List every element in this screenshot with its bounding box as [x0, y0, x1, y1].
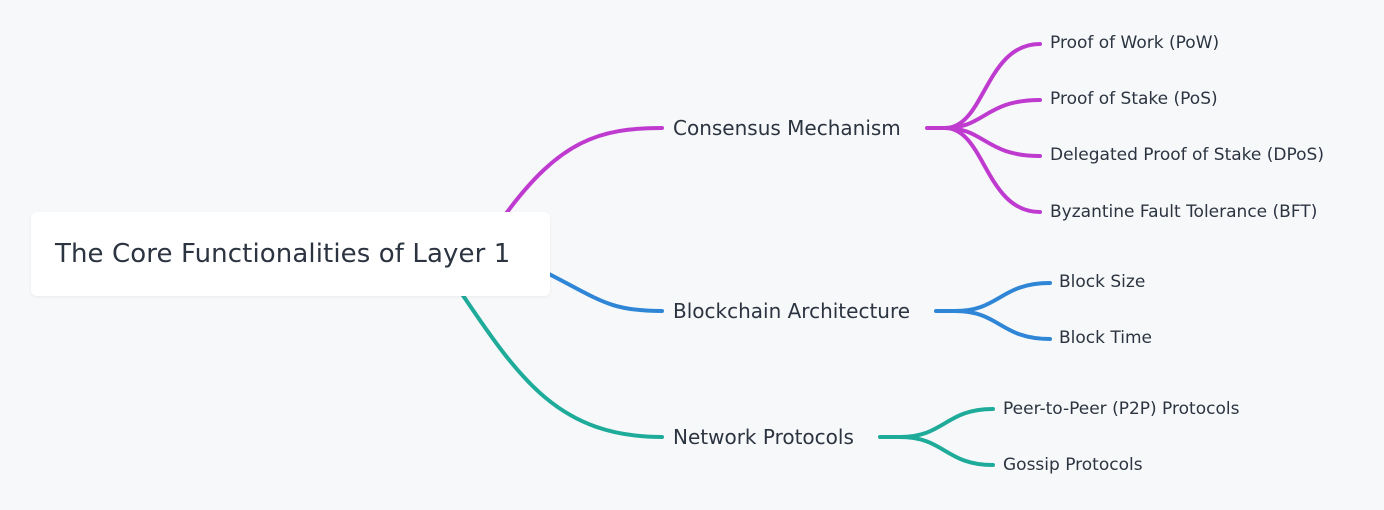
leaf-proof-of-work[interactable]: Proof of Work (PoW) — [1050, 33, 1220, 53]
connector-root-network — [460, 292, 664, 439]
connector-architecture-blocksize — [953, 281, 1052, 313]
root-topic-label: The Core Functionalities of Layer 1 — [55, 239, 511, 269]
leaf-peer-to-peer-protocols[interactable]: Peer-to-Peer (P2P) Protocols — [1003, 399, 1240, 419]
leaf-proof-of-stake[interactable]: Proof of Stake (PoS) — [1050, 89, 1218, 109]
leaf-block-size[interactable]: Block Size — [1059, 272, 1146, 292]
connector-consensus-bft — [943, 126, 1042, 214]
connector-network-p2p — [898, 407, 995, 439]
connector-root-architecture — [547, 272, 664, 313]
connector-root-consensus — [503, 126, 664, 217]
branch-consensus-mechanism[interactable]: Consensus Mechanism — [673, 116, 901, 140]
branch-blockchain-architecture[interactable]: Blockchain Architecture — [673, 299, 911, 323]
connector-network-gossip — [898, 435, 995, 467]
connector-architecture-blocktime — [953, 309, 1052, 341]
leaf-block-time[interactable]: Block Time — [1059, 328, 1152, 348]
root-topic-node[interactable]: The Core Functionalities of Layer 1 — [31, 212, 550, 296]
connector-consensus-pow — [943, 42, 1042, 130]
leaf-delegated-proof-of-stake[interactable]: Delegated Proof of Stake (DPoS) — [1050, 145, 1324, 165]
branch-network-protocols[interactable]: Network Protocols — [673, 425, 854, 449]
leaf-byzantine-fault-tolerance[interactable]: Byzantine Fault Tolerance (BFT) — [1050, 202, 1318, 222]
leaf-gossip-protocols[interactable]: Gossip Protocols — [1003, 455, 1143, 475]
